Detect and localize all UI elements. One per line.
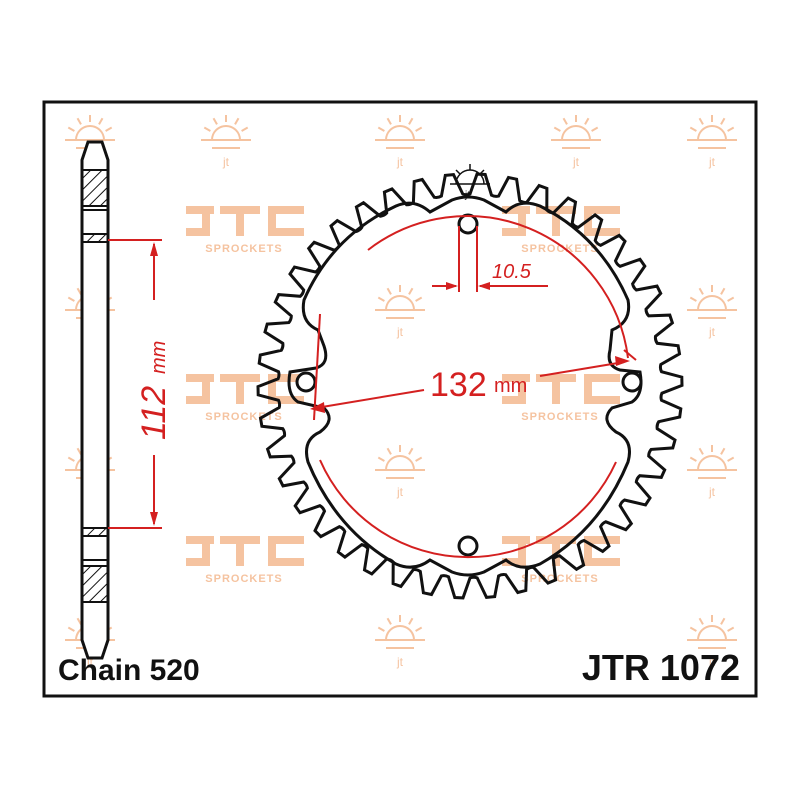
svg-text:SPROCKETS: SPROCKETS	[205, 411, 282, 423]
svg-text:jt: jt	[396, 485, 404, 499]
hatch-top	[81, 169, 109, 207]
hatch-bottom	[81, 565, 109, 603]
pcd-unit: mm	[494, 375, 527, 397]
jt-logo-icon: SPROCKETS	[502, 374, 620, 423]
inner-cutout-outline	[287, 195, 643, 577]
svg-text:SPROCKETS: SPROCKETS	[521, 573, 598, 585]
jt-logo-icon: SPROCKETS	[186, 536, 304, 585]
bolt-hole-top	[457, 213, 479, 235]
sprocket-teeth-outline	[256, 172, 684, 600]
center-value: 112	[135, 386, 173, 440]
svg-text:jt: jt	[708, 325, 716, 339]
sun-logo-icon: jt	[551, 115, 601, 169]
svg-text:jt: jt	[396, 325, 404, 339]
sun-logo-icon: jt	[687, 615, 737, 669]
svg-text:jt: jt	[396, 155, 404, 169]
sun-logo-icon: jt	[375, 615, 425, 669]
chain-label: Chain 520	[58, 654, 200, 687]
center-dimension: 112 mm	[108, 239, 173, 529]
svg-text:jt: jt	[708, 655, 716, 669]
jt-logo-icon: SPROCKETS	[186, 374, 304, 423]
svg-text:jt: jt	[708, 485, 716, 499]
svg-text:jt: jt	[708, 155, 716, 169]
hole-value: 10.5	[492, 261, 532, 283]
jt-logo-icon: SPROCKETS	[186, 206, 304, 255]
sun-logo-icon: jt	[375, 115, 425, 169]
sun-logo-icon: jt	[687, 115, 737, 169]
svg-text:jt: jt	[222, 155, 230, 169]
pcd-value: 132	[430, 366, 487, 404]
sun-logo-icon: jt	[375, 445, 425, 499]
svg-text:jt: jt	[572, 155, 580, 169]
pcd-arc-bottom	[319, 459, 617, 559]
svg-text:SPROCKETS: SPROCKETS	[205, 573, 282, 585]
sun-logo-icon: jt	[201, 115, 251, 169]
frame-border	[42, 100, 758, 698]
sun-logo-icon: jt	[450, 164, 490, 201]
svg-text:jt: jt	[86, 655, 94, 669]
hole-dimension: 10.5	[432, 226, 548, 292]
svg-text:SPROCKETS: SPROCKETS	[521, 411, 598, 423]
svg-text:jt: jt	[464, 190, 470, 201]
model-label: JTR 1072	[582, 647, 740, 688]
jt-logo-icon: SPROCKETS	[502, 206, 620, 255]
sun-logo-icon: jt	[687, 445, 737, 499]
jt-logo-icon: SPROCKETS	[502, 536, 620, 585]
bolt-hole-bottom	[457, 535, 479, 557]
bolt-hole-left	[295, 371, 317, 393]
hatch-bore-top	[81, 233, 109, 243]
hatch-bore-bottom	[81, 527, 109, 537]
svg-text:SPROCKETS: SPROCKETS	[521, 243, 598, 255]
side-profile	[80, 140, 110, 660]
svg-text:jt: jt	[396, 655, 404, 669]
pcd-arc-top	[367, 215, 629, 359]
sprocket-face: jt	[256, 164, 684, 600]
bolt-hole-right	[621, 371, 643, 393]
pcd-dimension: 132 mm	[310, 215, 637, 559]
center-unit: mm	[148, 341, 170, 374]
sun-logo-icon: jt	[687, 285, 737, 339]
sun-logo-icon: jt	[375, 285, 425, 339]
svg-text:SPROCKETS: SPROCKETS	[205, 243, 282, 255]
